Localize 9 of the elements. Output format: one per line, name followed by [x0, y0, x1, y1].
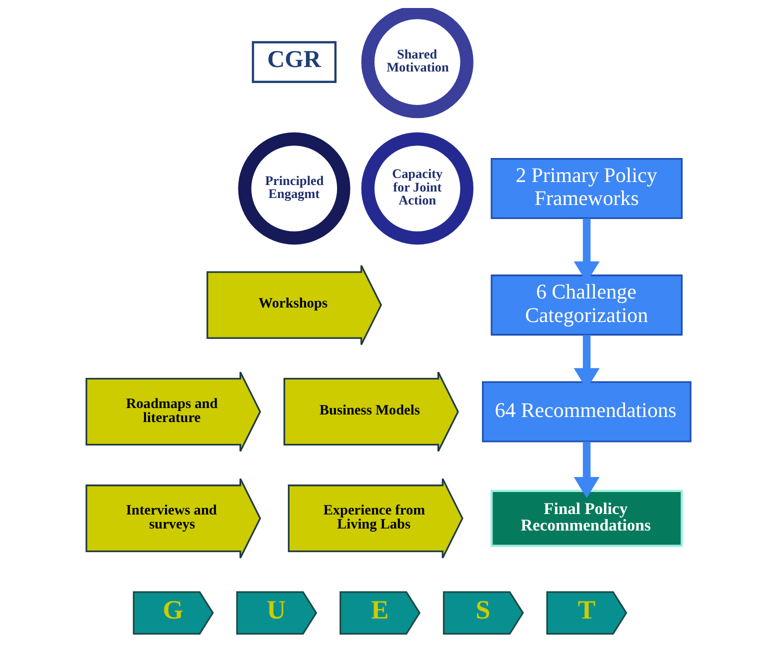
node-box: CGR	[251, 41, 336, 83]
node-circle: Capacity for Joint Action	[360, 132, 473, 245]
node-box: 2 Primary Policy Frameworks	[490, 158, 682, 220]
node-box: Final Policy Recommendations	[490, 490, 682, 547]
node-box: 64 Recommendations	[481, 381, 691, 442]
node-box: 6 Challenge Categorization	[490, 274, 682, 336]
node-circle: Principled Engagmt	[238, 132, 350, 245]
arrow	[573, 442, 600, 498]
node-circle: Shared Motivation	[360, 8, 473, 118]
